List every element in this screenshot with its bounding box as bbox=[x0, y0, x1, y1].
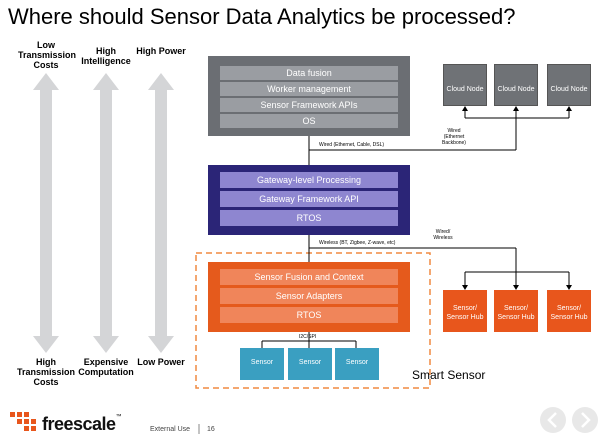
axis-label-expensive-computation: Expensive Computation bbox=[78, 357, 134, 377]
sensor-hub: Sensor/ Sensor Hub bbox=[443, 290, 487, 332]
label-wired-main: Wired (Ethernet, Cable, DSL) bbox=[319, 142, 385, 148]
double-arrow-power bbox=[148, 73, 174, 353]
smart-sensor-label: Smart Sensor bbox=[412, 368, 486, 382]
arrowhead-cloud bbox=[566, 106, 572, 111]
cloud-node: Cloud Node bbox=[443, 64, 487, 106]
axis-label-high-transmission-costs: High Transmission Costs bbox=[16, 357, 76, 387]
freescale-logo-text: freescale™ bbox=[42, 414, 122, 435]
freescale-logo-word: freescale bbox=[42, 414, 116, 434]
arrowhead-cloud bbox=[513, 106, 519, 111]
band-sensor-fusion-context: Sensor Fusion and Context bbox=[220, 269, 398, 285]
arrowhead-cloud bbox=[462, 106, 468, 111]
double-arrow-transmission bbox=[33, 73, 59, 353]
label-i2c-spi: I2C/SPI bbox=[299, 334, 317, 340]
band-gateway-framework-api: Gateway Framework API bbox=[220, 191, 398, 207]
band-gateway-rtos: RTOS bbox=[220, 210, 398, 226]
sensor-hub: Sensor/ Sensor Hub bbox=[547, 290, 591, 332]
label-wired-wireless: Wired/ Wireless bbox=[433, 229, 453, 241]
band-sensor-framework-apis: Sensor Framework APIs bbox=[220, 98, 398, 112]
arrowhead-hub bbox=[462, 285, 468, 290]
sensor-block: Sensor bbox=[288, 348, 332, 380]
axis-label-low-transmission-costs: Low Transmission Costs bbox=[18, 40, 77, 70]
chevron-left-icon bbox=[547, 412, 557, 428]
chevron-right-icon bbox=[581, 412, 591, 428]
label-wired-ethernet-backbone: Wired (Ethernet Backbone) bbox=[442, 128, 466, 146]
label-wireless-main: Wireless (BT, Zigbee, Z-wave, etc) bbox=[319, 240, 396, 246]
page-title: Where should Sensor Data Analytics be pr… bbox=[8, 4, 516, 29]
cloud-node: Cloud Node bbox=[547, 64, 591, 106]
band-sensor-adapters: Sensor Adapters bbox=[220, 288, 398, 304]
axis-label-high-intelligence: High Intelligence bbox=[81, 46, 131, 66]
cloud-node: Cloud Node bbox=[494, 64, 538, 106]
sensor-block: Sensor bbox=[335, 348, 379, 380]
arrowhead-hub bbox=[566, 285, 572, 290]
band-gateway-processing: Gateway-level Processing bbox=[220, 172, 398, 188]
band-data-fusion: Data fusion bbox=[220, 66, 398, 80]
axis-label-low-power: Low Power bbox=[137, 357, 185, 367]
axis-label-high-power: High Power bbox=[136, 46, 186, 56]
freescale-logo-mark bbox=[10, 412, 36, 431]
next-slide-circle bbox=[572, 407, 598, 433]
page-number: 16 bbox=[207, 426, 215, 433]
external-use-label: External Use bbox=[150, 426, 191, 433]
double-arrow-intelligence bbox=[93, 73, 119, 353]
smart-sensor-boundary bbox=[195, 252, 431, 389]
band-sensor-rtos: RTOS bbox=[220, 307, 398, 323]
band-os: OS bbox=[220, 114, 398, 128]
trademark-symbol: ™ bbox=[115, 414, 122, 420]
sensor-block: Sensor bbox=[240, 348, 284, 380]
band-worker-management: Worker management bbox=[220, 82, 398, 96]
arrowhead-hub bbox=[513, 285, 519, 290]
sensor-hub: Sensor/ Sensor Hub bbox=[494, 290, 538, 332]
prev-slide-circle bbox=[540, 407, 566, 433]
